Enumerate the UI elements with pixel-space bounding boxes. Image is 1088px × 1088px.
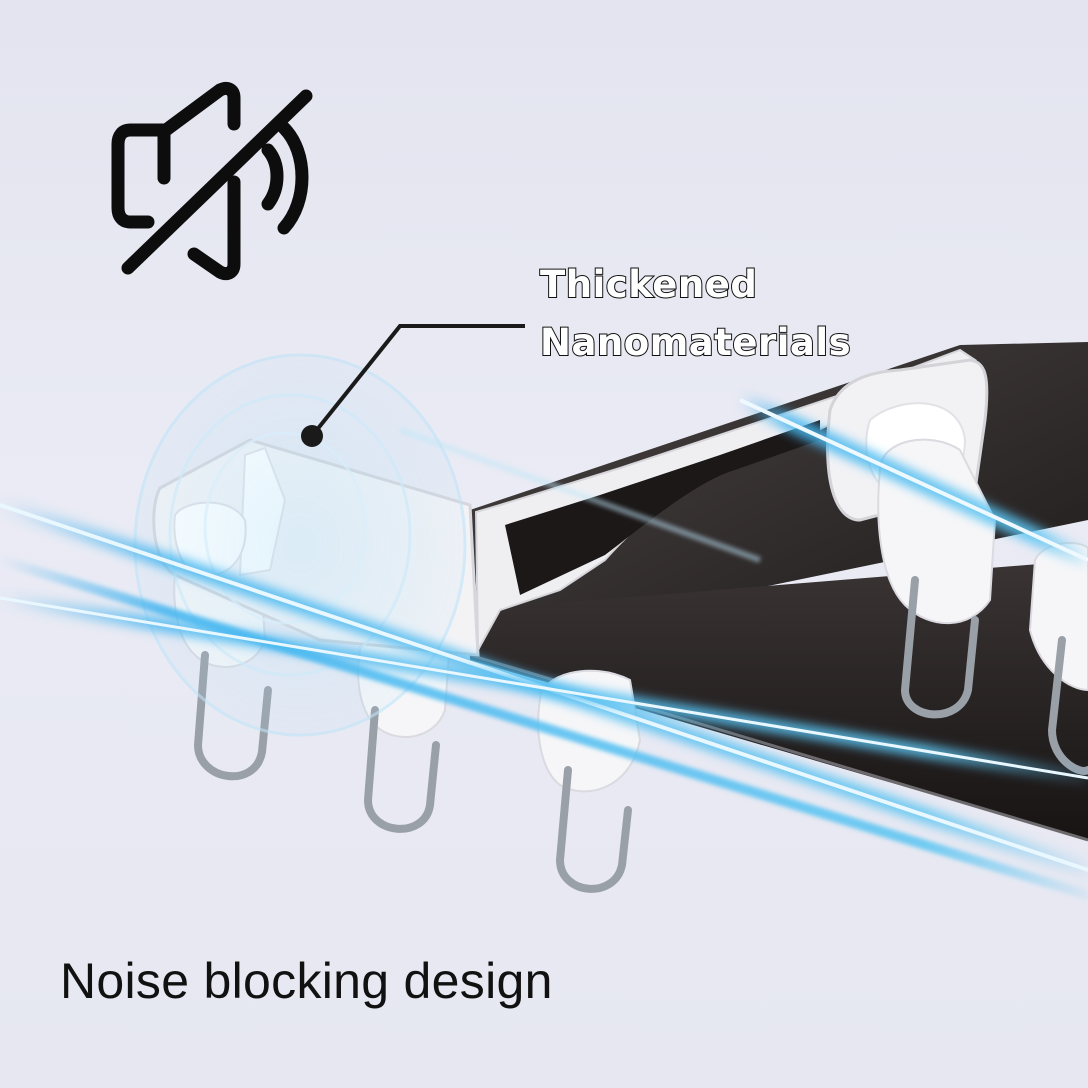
hook-left-3 bbox=[555, 766, 632, 893]
callout-line-2: Nanomaterials bbox=[539, 320, 852, 365]
callout-leader bbox=[301, 324, 525, 447]
hook-left-1 bbox=[193, 651, 272, 781]
light-streaks bbox=[0, 391, 1088, 900]
callout-label: Thickened Nanomaterials bbox=[539, 256, 852, 372]
hook-left-2 bbox=[363, 706, 440, 833]
callout-dot bbox=[301, 425, 323, 447]
sound-ripple bbox=[133, 353, 467, 737]
headline: Noise blocking design bbox=[60, 953, 553, 1009]
rail-profile-cutout bbox=[505, 420, 820, 595]
hook-right-1 bbox=[900, 576, 979, 719]
rail-lower-face bbox=[470, 560, 1088, 840]
callout-line-1: Thickened bbox=[539, 262, 758, 307]
speaker-muted-icon bbox=[111, 81, 313, 281]
